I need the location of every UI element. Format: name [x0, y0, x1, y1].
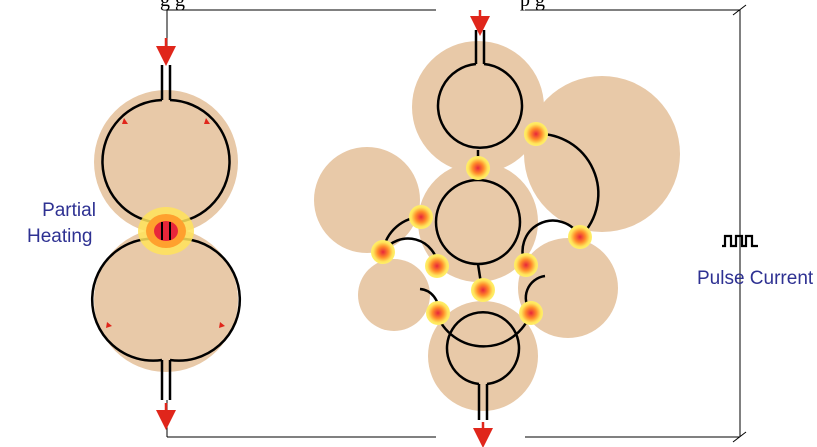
partial-heating-label-line2: Heating [27, 226, 93, 247]
top-caption-cropped: g g p g [0, 0, 817, 11]
pulse-current-label: Pulse Current [697, 268, 814, 289]
multi-particle-model [314, 30, 680, 420]
caption-right-fragment: p g [520, 0, 545, 11]
caption-left-fragment: g g [160, 0, 185, 11]
red-down-arrow-icon [470, 10, 493, 447]
partial-heating-label-line1: Partial [42, 200, 96, 221]
two-particle-model [90, 65, 242, 400]
contact-hotspots [371, 122, 592, 325]
circuit-frame [166, 4, 747, 443]
pulse-waveform-icon [722, 234, 758, 248]
